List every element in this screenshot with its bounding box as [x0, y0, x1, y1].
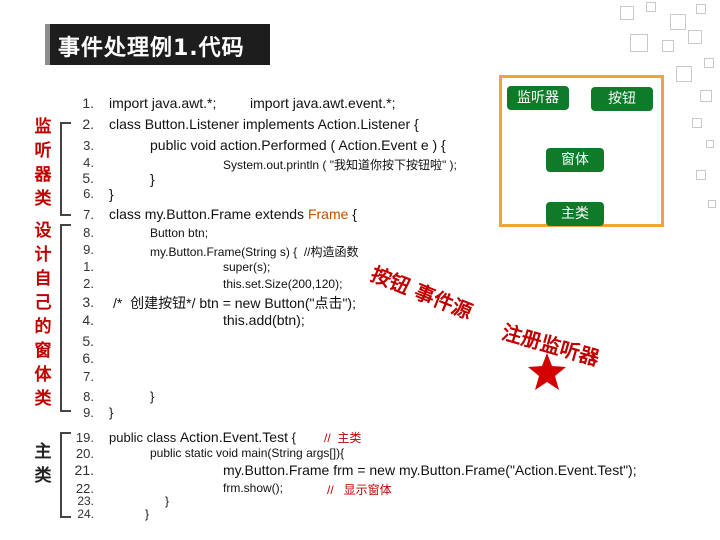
code-close-brace: }	[150, 171, 155, 187]
line-number: 2.	[82, 116, 94, 132]
line-number: 6.	[82, 350, 94, 366]
code-action-performed: public void action.Performed ( Action.Ev…	[150, 137, 446, 153]
line-number: 23.	[77, 494, 94, 508]
main-tag: 主类	[546, 202, 604, 226]
line-number: 8.	[83, 225, 94, 240]
code-import-awt: import java.awt.*;	[109, 95, 217, 111]
code-show: frm.show();	[223, 481, 283, 495]
line-number: 22.	[75, 481, 94, 496]
line-number: 4.	[83, 155, 94, 170]
window-class-label: 设 计 自 己 的 窗 体 类	[34, 221, 52, 409]
code-close-brace: }	[165, 494, 170, 508]
line-number: 24.	[77, 507, 94, 521]
code-close-brace: }	[145, 507, 150, 521]
listener-class-label: 监 听 器 类	[34, 117, 52, 209]
main-bracket	[60, 432, 71, 518]
window-tag: 窗体	[546, 148, 604, 172]
line-number: 3.	[83, 138, 94, 153]
line-number: 1.	[82, 95, 94, 111]
code-button-decl: Button btn;	[150, 226, 209, 240]
code-close-brace: }	[150, 389, 155, 404]
line-number: 3.	[82, 294, 94, 310]
code-comment-show: // 显示窗体	[327, 483, 392, 497]
code-close-brace: }	[109, 186, 114, 202]
event-source-annotation: 按钮 事件源	[367, 261, 476, 325]
line-number: 9.	[83, 405, 94, 420]
code-class-listener: class Button.Listener implements Action.…	[109, 116, 419, 132]
star-icon	[528, 353, 566, 390]
code-comment-main: // 主类	[324, 431, 362, 445]
line-number: 6.	[83, 186, 94, 201]
button-tag: 按钮	[591, 87, 653, 111]
line-number: 7.	[83, 207, 94, 222]
title-bar	[45, 24, 270, 65]
line-number: 5.	[82, 170, 94, 186]
line-number: 7.	[83, 369, 94, 384]
code-class-main: public class Action.Event.Test {	[109, 429, 296, 445]
decorative-squares	[600, 0, 720, 260]
line-number: 5.	[82, 333, 94, 349]
listener-bracket	[60, 122, 71, 216]
code-class-frame: class my.Button.Frame extends Frame {	[109, 206, 357, 222]
line-number: 4.	[82, 312, 94, 328]
listener-tag: 监听器	[507, 86, 569, 110]
line-number: 8.	[83, 389, 94, 404]
line-number: 2.	[83, 276, 94, 291]
code-close-brace: }	[109, 405, 114, 420]
code-main-method: public static void main(String args[]){	[150, 446, 345, 460]
page-title: 事件处理例1.代码	[58, 36, 245, 61]
main-class-label: 主 类	[34, 442, 52, 486]
window-bracket	[60, 224, 71, 412]
line-number: 19.	[75, 430, 94, 445]
code-new-button: /* 创建按钮*/ btn = new Button("点击");	[113, 295, 356, 311]
line-number: 9.	[83, 242, 94, 257]
code-super: super(s);	[223, 260, 271, 274]
code-println: System.out.println ( "我知道你按下按钮啦" );	[223, 158, 457, 172]
code-frame-instance: my.Button.Frame frm = new my.Button.Fram…	[223, 462, 637, 478]
line-number: 21.	[74, 462, 94, 478]
code-import-event: import java.awt.event.*;	[250, 95, 396, 111]
line-number: 1.	[83, 259, 94, 274]
line-number: 20.	[75, 446, 94, 461]
code-setsize: this.set.Size(200,120);	[223, 277, 343, 291]
code-add-button: this.add(btn);	[223, 312, 305, 328]
code-constructor: my.Button.Frame(String s) { //构造函数	[150, 245, 359, 259]
